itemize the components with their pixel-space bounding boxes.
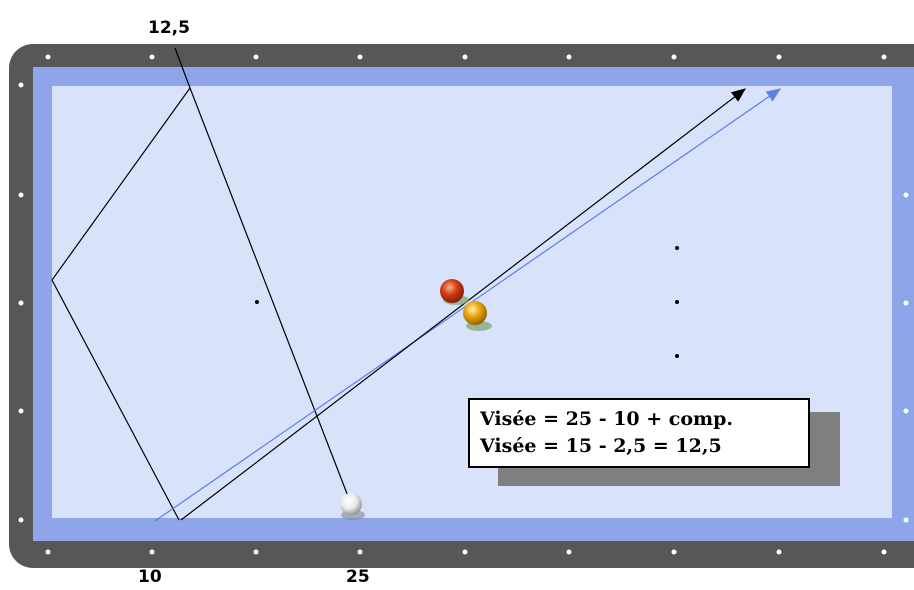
yellow-ball xyxy=(463,301,492,331)
callout-line-formula: Visée = 25 - 10 + comp. xyxy=(480,408,734,430)
cloth-spots xyxy=(255,246,679,358)
bottom-diamond-label-10: 10 xyxy=(138,567,162,587)
diamond-system-path xyxy=(51,86,352,521)
aim-calculation-callout: Visée = 25 - 10 + comp. Visée = 15 - 2,5… xyxy=(468,398,810,468)
top-diamond-label: 12,5 xyxy=(148,18,190,38)
callout-line-result: Visée = 15 - 2,5 = 12,5 xyxy=(480,435,722,457)
shot-line xyxy=(180,88,746,521)
rail-diamonds xyxy=(18,54,909,555)
bottom-diamond-label-25: 25 xyxy=(346,567,370,587)
red-ball xyxy=(440,279,469,305)
cue-ball xyxy=(340,493,365,520)
aim-reference-line xyxy=(174,47,191,89)
